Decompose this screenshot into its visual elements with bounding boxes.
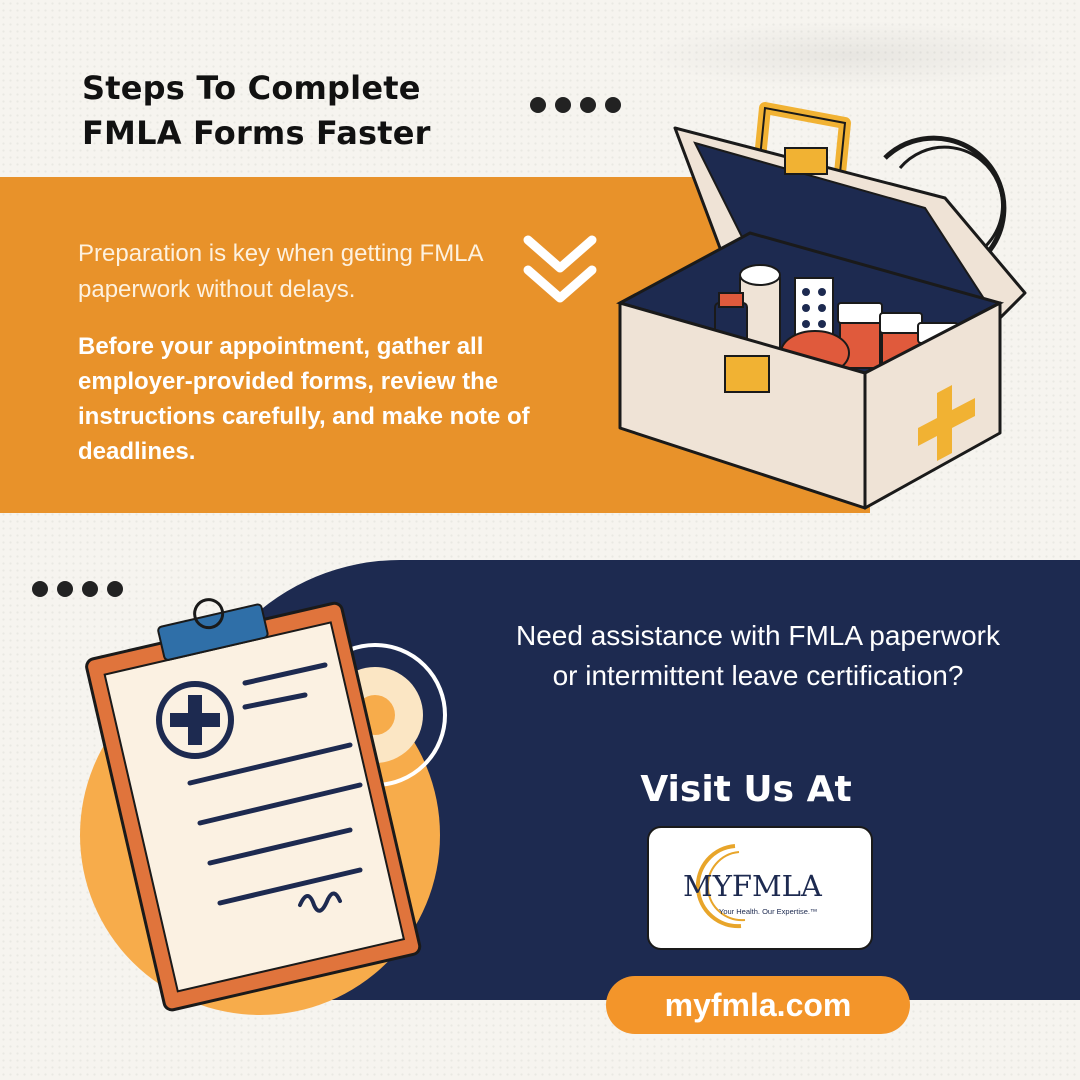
medical-kit-icon	[616, 102, 1027, 510]
clipboard-icon	[80, 598, 447, 1015]
logo-wordmark: MYFMLA	[683, 869, 823, 903]
decorative-dots-bottom	[32, 581, 123, 597]
page-title: Steps To Complete FMLA Forms Faster	[82, 66, 431, 156]
intro-text: Preparation is key when getting FMLA pap…	[78, 240, 483, 303]
signature-icon	[298, 891, 342, 913]
decorative-dots-top	[530, 97, 621, 113]
website-link[interactable]: myfmla.com	[606, 976, 910, 1034]
medical-cross-icon	[156, 681, 234, 759]
assistance-question: Need assistance with FMLA paperwork or i…	[516, 620, 1000, 691]
myfmla-logo: MYFMLA Your Health. Our Expertise.™	[647, 826, 873, 950]
visit-heading: Visit Us At	[640, 769, 852, 810]
instruction-text: Before your appointment, gather all empl…	[78, 333, 530, 465]
background-smudge	[640, 20, 1060, 90]
title-line-1: Steps To Complete	[82, 69, 421, 107]
chevron-down-icon	[523, 235, 597, 303]
logo-tagline: Your Health. Our Expertise.™	[719, 907, 818, 916]
title-line-2: FMLA Forms Faster	[82, 114, 431, 152]
